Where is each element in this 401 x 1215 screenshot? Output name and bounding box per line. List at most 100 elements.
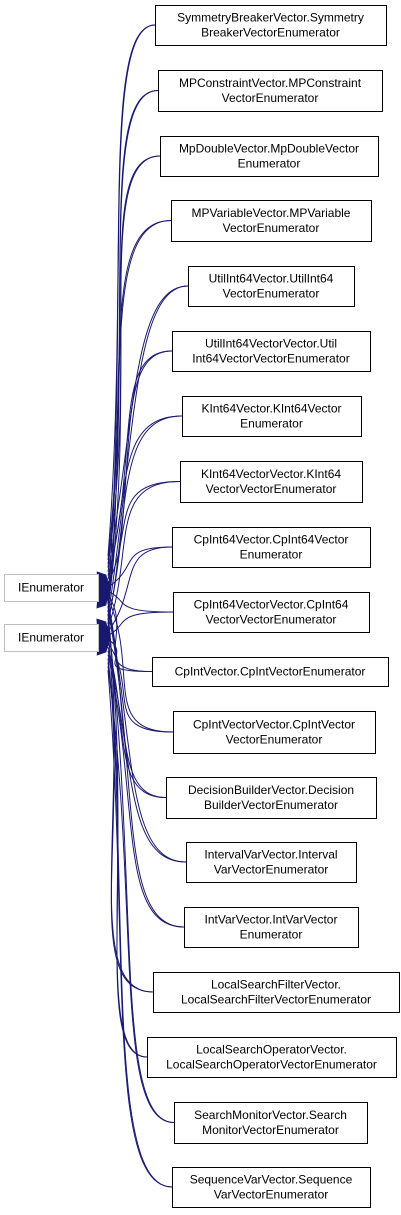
class-node-label-line: MpDoubleVector.MpDoubleVector — [179, 142, 359, 156]
inheritance-edge — [107, 662, 148, 1058]
class-node-label-line: IntVarVector.IntVarVector — [205, 913, 338, 927]
class-node-cpintvectorvector-cpintvectorvectorenumerator[interactable]: CpIntVectorVector.CpIntVectorVectorEnume… — [173, 711, 376, 754]
base-1-node[interactable]: IEnumerator — [4, 574, 99, 602]
class-node-label-line: Enumerator — [240, 417, 303, 431]
class-node-box — [152, 657, 389, 687]
inheritance-edge — [107, 285, 189, 572]
class-node-label-line: MPVariableVector.MPVariable — [192, 206, 351, 220]
class-node-box — [186, 842, 357, 883]
class-node-label-line: DecisionBuilderVector.Decision — [188, 783, 354, 797]
class-node-label-line: KInt64VectorVector.KInt64 — [201, 467, 341, 481]
class-node-box — [180, 461, 363, 503]
base-2-box — [4, 624, 99, 652]
class-node-box — [166, 777, 377, 819]
class-node-cpintvector-cpintvectorenumerator[interactable]: CpIntVector.CpIntVectorEnumerator — [152, 657, 389, 687]
inheritance-edge — [107, 611, 174, 637]
derived-class-nodes: SymmetryBreakerVector.SymmetryBreakerVec… — [147, 5, 400, 1208]
base-1-label: IEnumerator — [18, 581, 84, 595]
class-node-mpvariablevector-mpvariablevectorenumerator[interactable]: MPVariableVector.MPVariableVectorEnumera… — [171, 200, 372, 242]
class-node-label-line: LocalSearchFilterVectorEnumerator — [181, 993, 371, 1007]
inheritance-edge — [107, 546, 173, 633]
class-node-label-line: KInt64Vector.KInt64Vector — [201, 402, 341, 416]
base-2-label: IEnumerator — [18, 631, 84, 645]
inheritance-edge — [107, 609, 185, 928]
inheritance-edge — [107, 598, 174, 733]
class-node-label-line: CpIntVectorVector.CpIntVector — [193, 718, 355, 732]
inheritance-edge — [107, 654, 185, 928]
class-node-box — [182, 396, 362, 437]
class-node-box — [188, 266, 355, 307]
inheritance-edge — [107, 415, 183, 625]
class-node-label-line: SequenceVarVector.Sequence — [190, 1173, 353, 1187]
class-node-decisionbuildervector-decisionbuildervectorenumerator[interactable]: DecisionBuilderVector.DecisionBuilderVec… — [166, 777, 377, 819]
class-node-utilint64vectorvector-utilint64vectorvectorenumerator[interactable]: UtilInt64VectorVector.UtilInt64VectorVec… — [172, 331, 371, 372]
class-node-box — [174, 1102, 368, 1144]
class-node-box — [173, 592, 370, 633]
class-node-cpint64vectorvector-cpint64vectorvectorenumerator[interactable]: CpInt64VectorVector.CpInt64VectorVectorE… — [173, 592, 370, 633]
class-node-box — [184, 907, 359, 948]
inheritance-edge — [107, 666, 175, 1123]
inheritance-edge — [107, 670, 173, 1188]
class-node-label-line: VectorVectorEnumerator — [206, 613, 337, 627]
class-node-label-line: UtilInt64VectorVector.Util — [205, 337, 337, 351]
class-node-box — [173, 711, 376, 754]
class-node-kint64vectorvector-kint64vectorvectorenumerator[interactable]: KInt64VectorVector.KInt64VectorVectorEnu… — [180, 461, 363, 503]
class-node-label-line: BreakerVectorEnumerator — [201, 26, 340, 40]
inheritance-edge — [107, 650, 187, 863]
class-node-label-line: BuilderVectorEnumerator — [204, 798, 338, 812]
class-node-localsearchfiltervector-localsearchfiltervectorenumerator[interactable]: LocalSearchFilterVector.LocalSearchFilte… — [153, 972, 400, 1013]
class-node-label-line: LocalSearchFilterVector. — [211, 978, 341, 992]
class-node-label-line: Enumerator — [238, 157, 301, 171]
class-node-label-line: VectorEnumerator — [223, 221, 320, 235]
class-node-label-line: MonitorVectorEnumerator — [202, 1123, 339, 1137]
inheritance-edge — [107, 546, 173, 588]
inheritance-edge — [107, 590, 174, 613]
class-node-label-line: VarVectorEnumerator — [214, 863, 329, 877]
inheritance-edge — [107, 606, 187, 863]
class-node-box — [155, 5, 387, 46]
class-node-label-line: CpIntVector.CpIntVectorEnumerator — [175, 665, 366, 679]
class-node-label-line: SearchMonitorVector.Search — [194, 1108, 347, 1122]
inheritance-edge — [107, 625, 173, 1188]
class-node-intervalvarvector-intervalvarvectorenumerator[interactable]: IntervalVarVector.IntervalVarVectorEnume… — [186, 842, 357, 883]
class-node-label-line: CpInt64Vector.CpInt64Vector — [194, 533, 349, 547]
class-node-box — [172, 331, 371, 372]
class-node-label-line: MPConstraintVector.MPConstraint — [179, 76, 362, 90]
class-node-label-line: Enumerator — [240, 548, 303, 562]
class-node-box — [160, 136, 379, 177]
inheritance-edge — [107, 220, 172, 568]
inheritance-edge — [107, 621, 175, 1123]
class-node-box — [171, 200, 372, 242]
class-node-box — [158, 70, 383, 112]
base-1-box — [4, 574, 99, 602]
class-node-label-line: IntervalVarVector.Interval — [204, 848, 337, 862]
class-node-symmetrybreakervector-symmetrybreakervectorenumerator[interactable]: SymmetryBreakerVector.SymmetryBreakerVec… — [155, 5, 387, 46]
inheritance-edges — [107, 24, 189, 1188]
class-node-box — [153, 972, 400, 1013]
class-node-box — [147, 1037, 397, 1078]
class-node-label-line: LocalSearchOperatorVector. — [196, 1043, 347, 1057]
class-node-box — [172, 1167, 371, 1208]
class-node-localsearchoperatorvector-localsearchoperatorvectorenumerator[interactable]: LocalSearchOperatorVector.LocalSearchOpe… — [147, 1037, 397, 1078]
inheritance-edge — [107, 285, 189, 617]
class-node-searchmonitorvector-searchmonitorvectorenumerator[interactable]: SearchMonitorVector.SearchMonitorVectorE… — [174, 1102, 368, 1144]
class-node-label-line: CpInt64VectorVector.CpInt64 — [194, 598, 349, 612]
class-node-mpconstraintvector-mpconstraintvectorenumerator[interactable]: MPConstraintVector.MPConstraintVectorEnu… — [158, 70, 383, 112]
class-node-label-line: Int64VectorVectorEnumerator — [192, 352, 349, 366]
inheritance-edge — [107, 350, 173, 621]
class-node-sequencevarvector-sequencevarvectorenumerator[interactable]: SequenceVarVector.SequenceVarVectorEnume… — [172, 1167, 371, 1208]
class-node-label-line: Enumerator — [240, 928, 303, 942]
class-node-label-line: UtilInt64Vector.UtilInt64 — [209, 272, 334, 286]
class-node-label-line: LocalSearchOperatorVectorEnumerator — [166, 1058, 377, 1072]
base-2-node[interactable]: IEnumerator — [4, 624, 99, 652]
class-node-label-line: VectorVectorEnumerator — [206, 482, 337, 496]
inheritance-edge — [107, 415, 183, 580]
class-node-label-line: VectorEnumerator — [222, 91, 319, 105]
class-node-utilint64vector-utilint64vectorenumerator[interactable]: UtilInt64Vector.UtilInt64VectorEnumerato… — [188, 266, 355, 307]
